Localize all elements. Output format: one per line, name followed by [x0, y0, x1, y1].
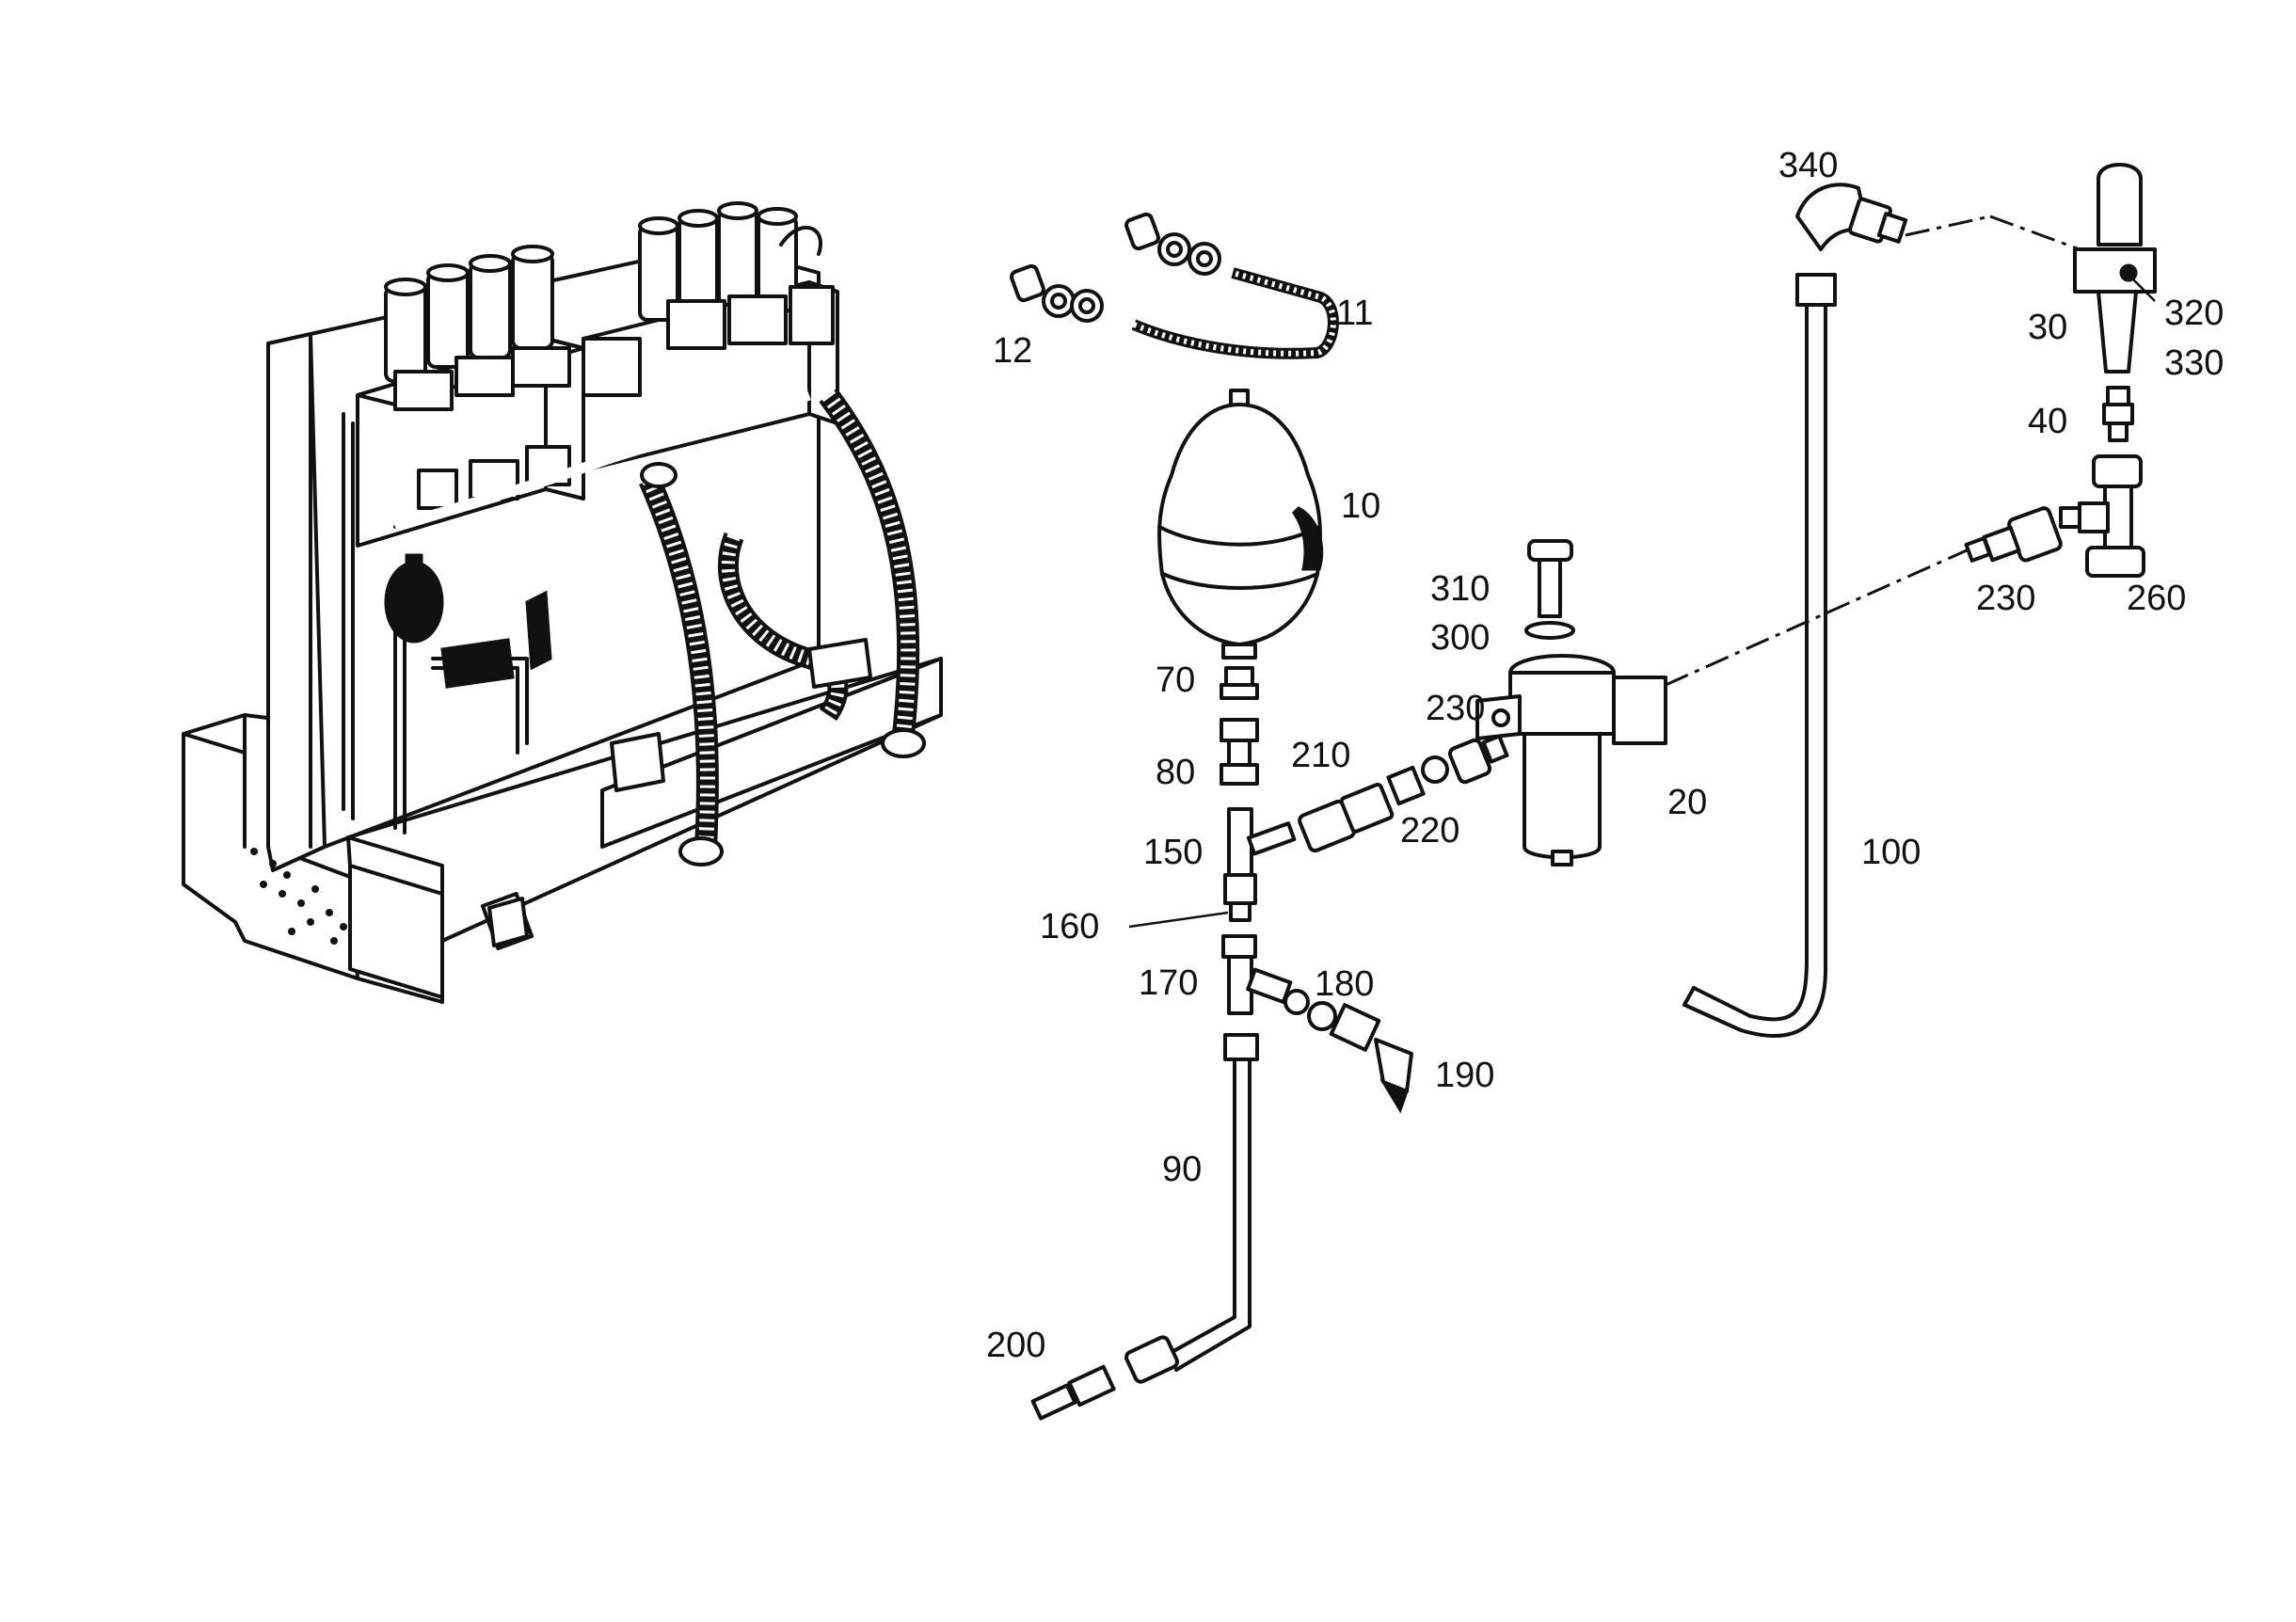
label-320: 320 — [2164, 294, 2224, 333]
label-150: 150 — [1143, 833, 1203, 872]
label-90: 90 — [1162, 1150, 1202, 1189]
label-230-right: 230 — [1976, 579, 2035, 618]
leader-line-160 — [1128, 911, 1229, 929]
label-100: 100 — [1861, 833, 1921, 872]
pipe-100 — [1682, 273, 1837, 1038]
label-40: 40 — [2028, 402, 2067, 441]
assembly-illustration — [182, 201, 943, 1004]
fitting-230-right — [1964, 506, 2063, 563]
tee-260 — [2059, 454, 2145, 578]
part-labels: 340 30 320 330 40 11 12 10 310 300 230 2… — [986, 146, 2224, 1365]
label-190: 190 — [1435, 1056, 1494, 1095]
center-line — [1905, 215, 1991, 237]
hose-11 — [1131, 267, 1339, 359]
label-170: 170 — [1139, 963, 1198, 1003]
label-70: 70 — [1156, 660, 1195, 700]
accumulator-10 — [1157, 389, 1324, 660]
label-180: 180 — [1315, 964, 1374, 1004]
label-210: 210 — [1291, 736, 1350, 775]
label-80: 80 — [1156, 753, 1195, 792]
filter-20 — [1475, 539, 1667, 867]
label-260: 260 — [2127, 579, 2186, 618]
fittings-210-220-230 — [1298, 734, 1509, 853]
label-310: 310 — [1430, 569, 1490, 609]
label-160: 160 — [1040, 907, 1099, 946]
label-330: 330 — [2164, 343, 2224, 383]
elbow-340 — [1795, 183, 1908, 251]
label-230-left: 230 — [1426, 689, 1485, 728]
label-220: 220 — [1400, 811, 1459, 851]
label-12: 12 — [993, 331, 1032, 371]
label-11: 11 — [1336, 294, 1373, 333]
label-300: 300 — [1430, 618, 1490, 658]
label-20: 20 — [1667, 783, 1707, 822]
label-340: 340 — [1778, 146, 1838, 185]
fitting-chain — [1030, 666, 1413, 1421]
valve-30 — [2073, 163, 2157, 442]
nuts-12 — [1010, 212, 1221, 323]
label-30: 30 — [2028, 308, 2067, 347]
label-10: 10 — [1341, 486, 1380, 526]
label-200: 200 — [986, 1326, 1045, 1365]
